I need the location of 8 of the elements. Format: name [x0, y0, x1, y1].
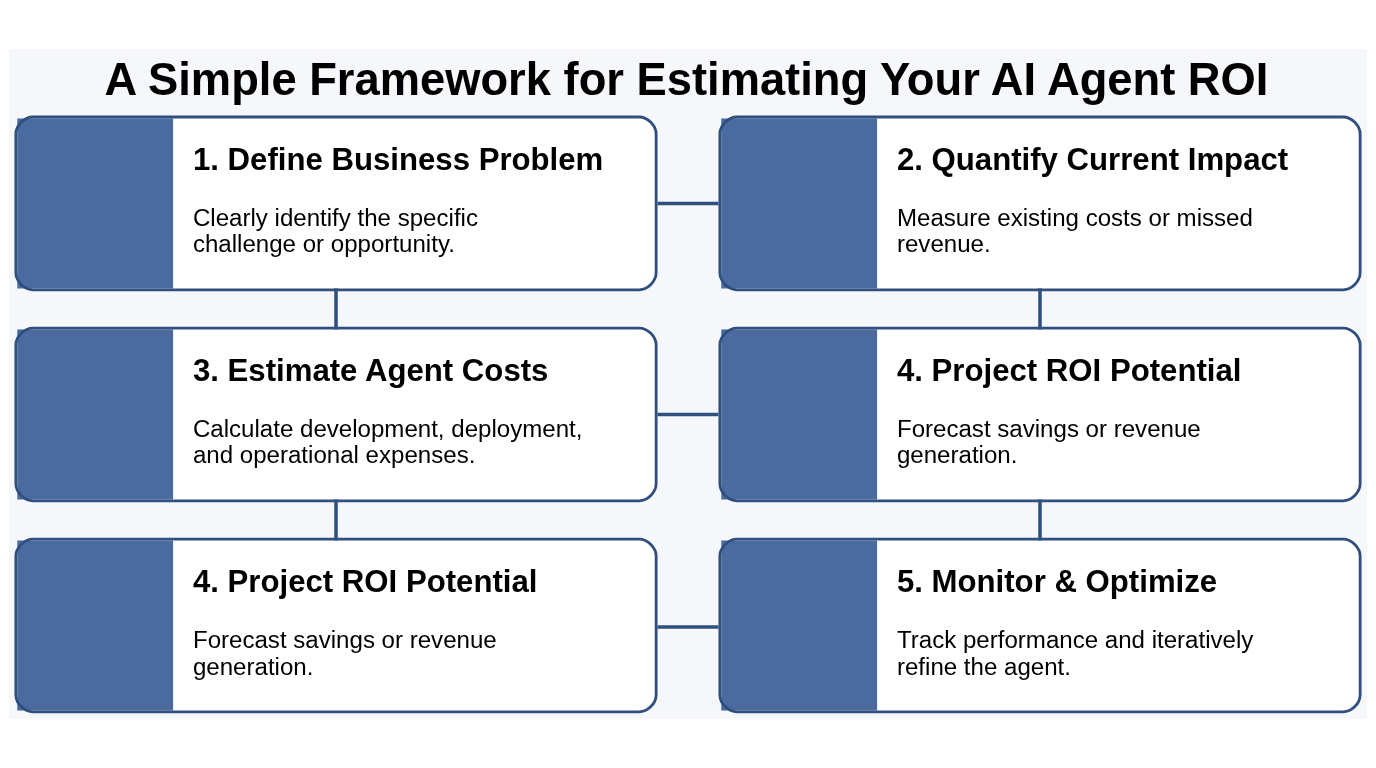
connector [1038, 499, 1042, 541]
connector [334, 499, 338, 541]
connector [657, 201, 719, 206]
diagram-title: A Simple Framework for Estimating Your AI Agent ROI [104, 54, 1269, 106]
connector [657, 412, 719, 417]
connector [657, 625, 719, 629]
connector [334, 288, 338, 330]
connector [1038, 288, 1042, 330]
